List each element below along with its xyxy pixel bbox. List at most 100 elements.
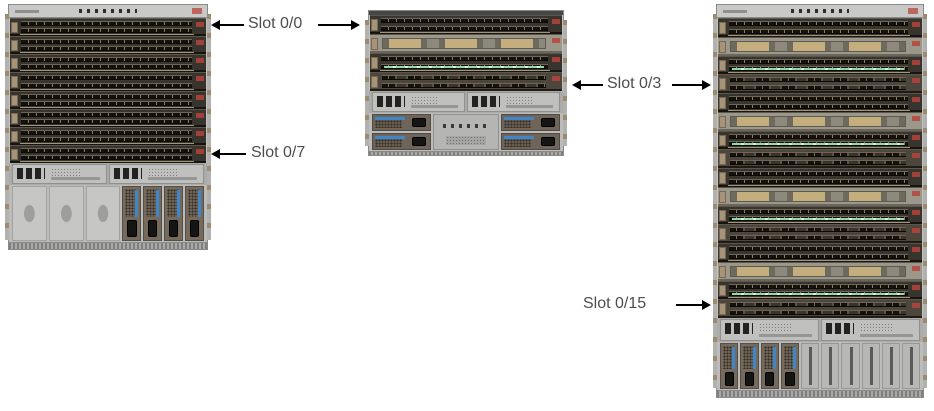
port-group-row — [730, 152, 906, 158]
power-supply — [720, 343, 739, 389]
port-row — [21, 64, 192, 70]
slot-label-0-3: Slot 0/3 — [607, 75, 662, 92]
line-card-slot-15 — [718, 299, 922, 318]
card-ejector — [371, 57, 378, 69]
psu-latch — [503, 117, 534, 120]
card-ejector — [719, 59, 726, 72]
power-supplies — [122, 186, 205, 241]
line-card-slot-1 — [718, 36, 922, 56]
port-row — [21, 111, 192, 117]
power-supply — [185, 186, 205, 241]
port-group-row — [730, 310, 906, 315]
card-label — [912, 228, 920, 234]
slot-label-0-7: Slot 0/7 — [251, 144, 306, 161]
power-inlet-icon — [744, 371, 755, 386]
port-row — [729, 133, 908, 139]
line-card-slot-6 — [10, 126, 206, 145]
psu-vent — [375, 136, 403, 147]
port-row — [21, 129, 192, 135]
card-ejector — [719, 153, 726, 165]
psu-vent — [503, 117, 532, 128]
bay-handle — [869, 347, 873, 385]
rp-slots — [717, 318, 923, 342]
rp-slot-bar — [411, 105, 458, 108]
line-card-slot-2 — [10, 54, 206, 73]
port-row — [729, 253, 908, 259]
power-supply — [500, 133, 561, 150]
card-ejector — [371, 19, 378, 31]
power-inlet-icon — [127, 220, 137, 238]
card-ejector — [11, 148, 18, 160]
power-section — [717, 342, 923, 390]
port-group-row — [730, 302, 906, 308]
psu-latch — [135, 190, 139, 217]
status-led-row — [79, 9, 137, 13]
line-card-slot-5 — [10, 108, 206, 127]
card-label — [912, 22, 920, 27]
module-connectors — [382, 38, 546, 49]
port-row — [21, 82, 192, 88]
line-card-slot-0 — [718, 18, 922, 37]
card-ejector — [719, 115, 726, 128]
power-supply — [143, 186, 163, 241]
line-card-slot-2 — [370, 53, 562, 72]
psu-latch — [375, 117, 405, 120]
port-group-row — [730, 160, 906, 165]
line-card-slot-1 — [10, 36, 206, 55]
power-inlet-icon — [785, 371, 795, 386]
card-label — [552, 57, 560, 62]
bay-handle — [829, 347, 833, 385]
empty-bay — [861, 343, 880, 389]
slot-label-0-15: Slot 0/15 — [583, 295, 647, 312]
empty-bay — [881, 343, 900, 389]
brand-logo — [908, 8, 918, 14]
power-inlet-icon — [147, 220, 158, 238]
empty-bay — [801, 343, 820, 389]
chassis-right-rail — [563, 20, 567, 146]
chassis-left-rail — [5, 14, 9, 240]
vent-grid — [51, 168, 80, 176]
rp-slot-bar — [860, 334, 913, 337]
power-inlet-icon — [541, 136, 556, 146]
psu-latch — [177, 190, 181, 217]
route-processor — [372, 92, 465, 112]
port-group-row — [730, 85, 906, 90]
line-card-slots — [369, 15, 563, 91]
status-led-strip — [732, 68, 904, 71]
vent-grid — [148, 168, 177, 176]
card-label — [912, 78, 920, 84]
empty-bay — [821, 343, 840, 389]
power-supply — [372, 114, 432, 131]
port-row — [21, 118, 192, 124]
chassis-right-rail — [923, 14, 927, 388]
card-label — [912, 190, 920, 196]
status-led-strip — [384, 66, 544, 68]
port-group-row — [730, 227, 906, 233]
port-row — [729, 21, 908, 26]
port-group-row — [730, 77, 906, 83]
chassis-4-slot — [365, 10, 567, 156]
port-row — [21, 57, 192, 63]
card-ejector — [719, 265, 726, 278]
mgmt-ports — [17, 168, 45, 179]
line-card-slot-3 — [10, 72, 206, 91]
psu-vent — [743, 346, 756, 369]
card-ejector — [719, 40, 726, 53]
empty-bay — [901, 343, 921, 389]
power-supplies-left — [372, 114, 432, 150]
card-label — [912, 134, 920, 140]
port-row — [21, 21, 192, 26]
blank-panel — [48, 186, 84, 241]
card-label — [196, 58, 204, 64]
psu-vent — [375, 117, 403, 128]
arrow-to-slot-0-0-right — [318, 20, 360, 30]
mgmt-ports — [725, 323, 753, 334]
card-label — [912, 303, 920, 309]
power-inlet-icon — [412, 136, 427, 146]
port-row — [381, 18, 548, 23]
card-label — [552, 38, 560, 43]
card-ejector — [719, 209, 726, 222]
status-led-strip — [732, 143, 904, 146]
card-label — [912, 265, 920, 271]
line-card-slot-0 — [370, 15, 562, 34]
